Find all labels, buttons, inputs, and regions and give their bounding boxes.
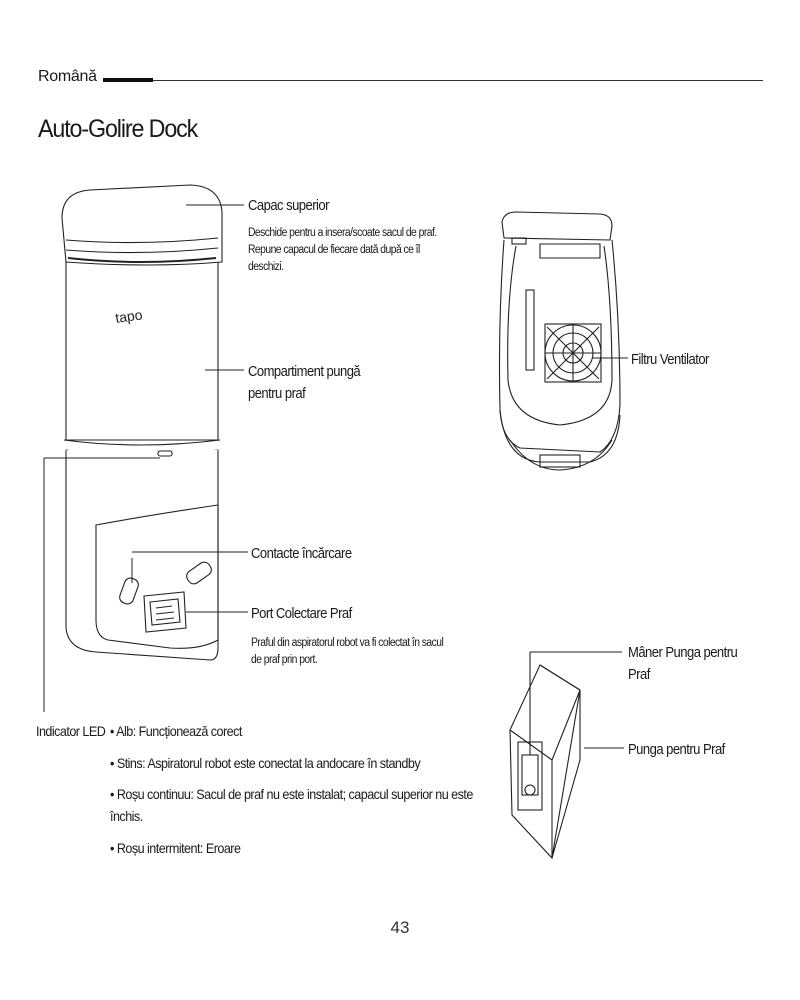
top-cover-desc-1: Deschide pentru a insera/scoate sacul de… [248, 227, 437, 239]
open-dock-illustration [498, 211, 621, 471]
dust-port-label: Port Colectare Praf [251, 606, 352, 622]
fan-filter-label: Filtru Ventilator [631, 352, 709, 368]
led-state-off: • Stins: Aspiratorul robot este conectat… [110, 755, 421, 771]
bag-handle-label-2: Praf [628, 667, 650, 683]
dust-port-desc-2: de praf prin port. [251, 654, 318, 666]
dust-bag-illustration [509, 651, 622, 860]
charging-contacts-label: Contacte încărcare [251, 546, 352, 562]
top-cover-desc-2: Repune capacul de fiecare dată după ce î… [248, 244, 420, 256]
brand-logo: tapo [114, 306, 143, 326]
top-cover-desc-3: deschizi. [248, 261, 284, 273]
led-state-solid-red: • Roșu continuu: Sacul de praf nu este i… [110, 786, 473, 802]
bag-handle-label-1: Mâner Punga pentru [628, 645, 738, 661]
header-rule-accent [103, 78, 153, 82]
led-indicator-label: Indicator LED [36, 723, 106, 739]
led-state-blinking-red: • Roșu intermitent: Eroare [110, 840, 241, 856]
page-number: 43 [390, 918, 410, 937]
dust-bag-label: Punga pentru Praf [628, 742, 725, 758]
bag-compartment-label-2: pentru praf [248, 386, 306, 402]
section-title: Auto-Golire Dock [38, 115, 198, 143]
dock-illustration [61, 184, 223, 661]
led-state-white: • Alb: Funcționează corect [110, 723, 242, 739]
top-cover-label: Capac superior [248, 198, 329, 214]
language-label: Română [38, 68, 97, 85]
dust-port-desc-1: Praful din aspiratorul robot va fi colec… [251, 637, 444, 649]
header-rule [103, 80, 763, 81]
led-state-solid-red-cont: închis. [110, 808, 143, 824]
bag-compartment-label-1: Compartiment pungă [248, 364, 361, 380]
